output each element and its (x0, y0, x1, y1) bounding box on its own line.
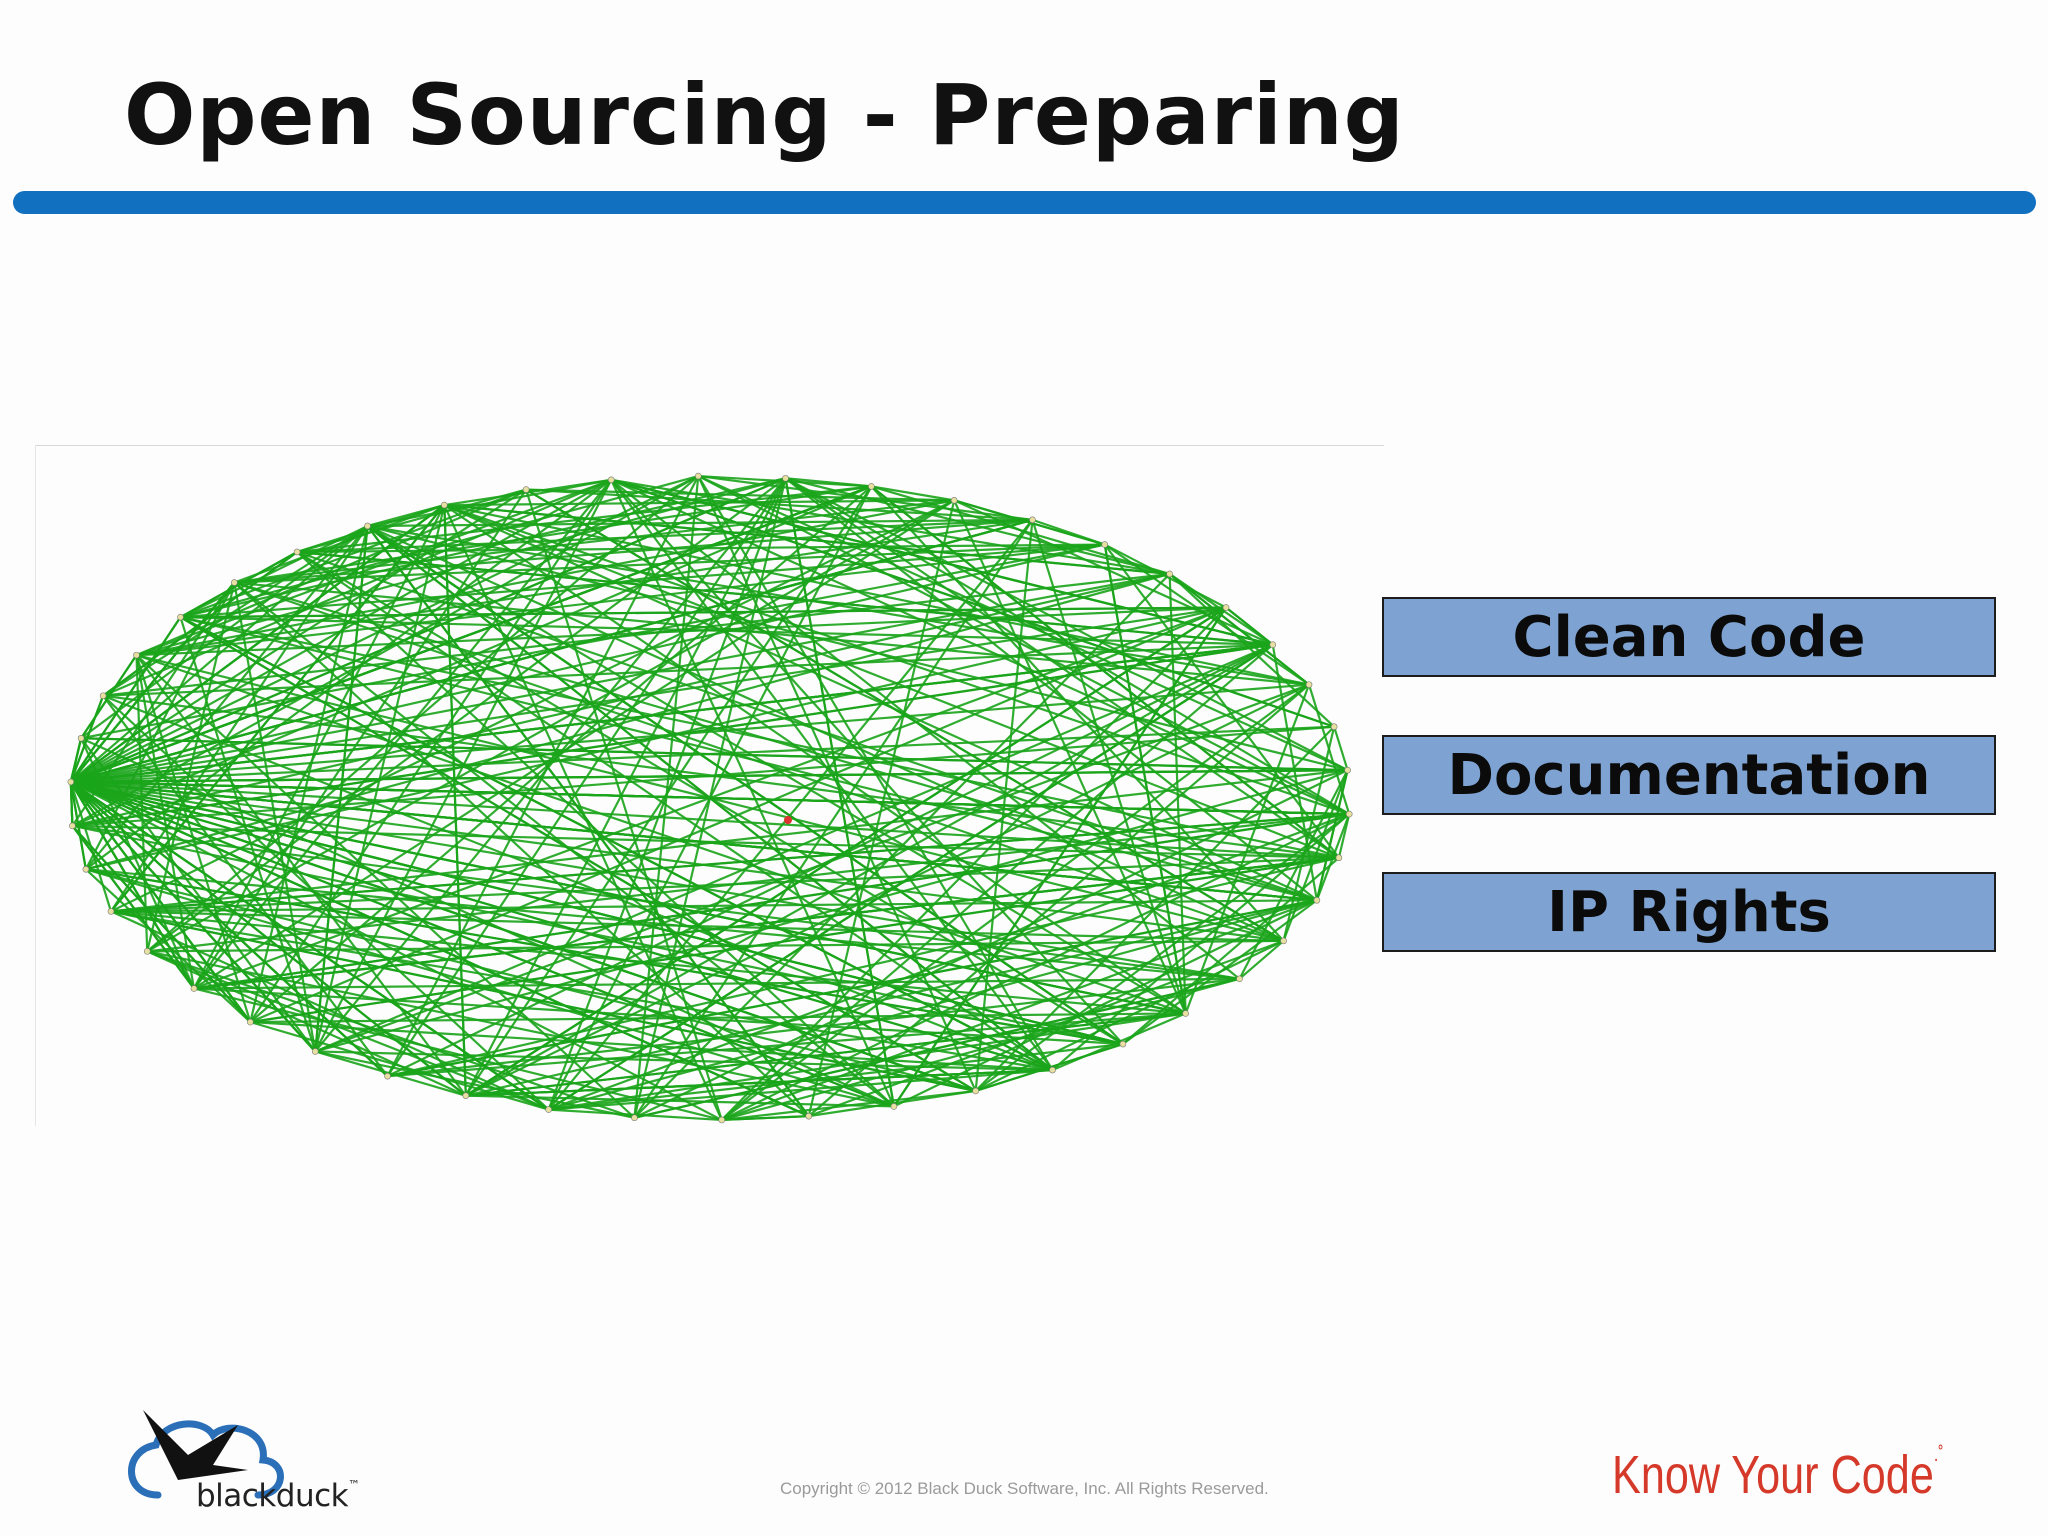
graph-edges (69, 474, 1351, 1122)
tagline-mark: .˚ (1933, 1444, 1944, 1466)
duck-cloud-icon (128, 1410, 284, 1499)
logo-wordmark: blackduck (196, 1478, 349, 1514)
slide-title: Open Sourcing - Preparing (124, 66, 1405, 164)
ip-rights-box: IP Rights (1382, 872, 1996, 952)
documentation-box: Documentation (1382, 735, 1996, 815)
tagline: Know Your Code.˚ (1612, 1444, 1944, 1506)
copyright-notice: Copyright © 2012 Black Duck Software, In… (780, 1479, 1269, 1498)
tagline-text: Know Your Code (1612, 1445, 1934, 1505)
blackduck-logo-text: blackduck™ (196, 1478, 360, 1514)
clean-code-box: Clean Code (1382, 597, 1996, 677)
title-underline (13, 191, 2036, 214)
dependency-graph (67, 472, 1353, 1124)
dependency-graph-image (35, 445, 1384, 1126)
logo-trademark: ™ (348, 1478, 360, 1492)
graph-nodes (67, 472, 1353, 1124)
